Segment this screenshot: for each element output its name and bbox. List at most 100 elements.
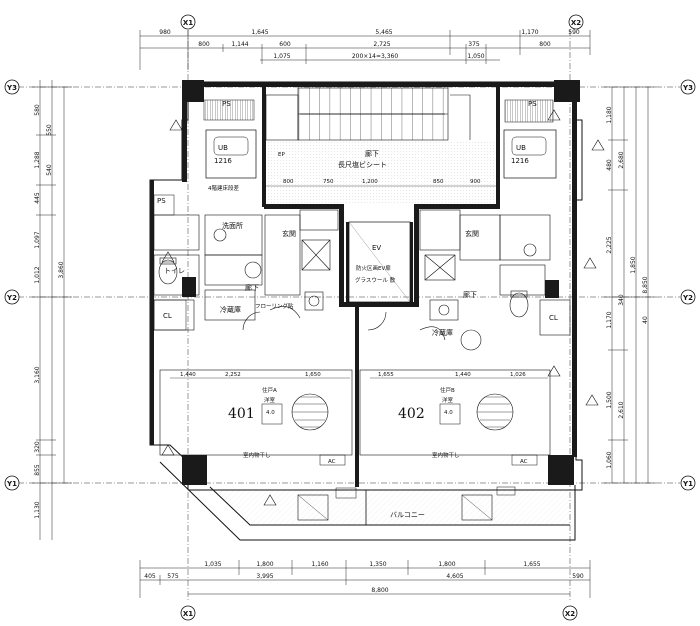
grid-bubble-y1-left: Y1: [4, 475, 20, 491]
dim-bottom-10: 4,605: [446, 573, 463, 580]
svg-text:冷蔵庫: 冷蔵庫: [432, 328, 453, 337]
svg-text:CL: CL: [549, 314, 558, 322]
svg-text:Y3: Y3: [682, 84, 693, 92]
dim-bottom-8: 575: [167, 573, 179, 580]
svg-text:UB: UB: [218, 144, 228, 152]
top-dimension-lines: [139, 30, 591, 70]
dim-bottom-4: 1,350: [369, 561, 386, 568]
dim-left-7: 1,012: [34, 266, 41, 283]
svg-text:1216: 1216: [511, 157, 529, 165]
svg-text:1,440: 1,440: [455, 372, 471, 378]
svg-text:X1: X1: [183, 610, 193, 618]
svg-text:EP: EP: [278, 152, 285, 158]
svg-text:AC: AC: [328, 459, 336, 465]
dim-left-8: 3,860: [58, 261, 65, 278]
unit-401-number: 401: [228, 406, 255, 422]
dim-top-4: 1,170: [521, 29, 538, 36]
svg-text:Y1: Y1: [6, 480, 17, 488]
dim-right-4: 2,225: [606, 236, 613, 253]
dim-bottom-12: 8,800: [371, 587, 388, 594]
svg-text:X2: X2: [571, 19, 581, 27]
svg-text:EV: EV: [372, 244, 381, 252]
dim-left-4: 540: [46, 164, 53, 176]
dim-right-11: 8,850: [642, 276, 649, 293]
left-dimension-text: 580 1,288 550 540 445 1,097 1,012 3,860 …: [34, 104, 65, 519]
svg-text:1,440: 1,440: [180, 372, 196, 378]
dim-bottom-9: 3,995: [256, 573, 273, 580]
svg-text:1216: 1216: [214, 157, 232, 165]
grid-bubble-y2-left: Y2: [4, 289, 20, 305]
left-dimension-lines: [32, 80, 72, 540]
dim-right-12: 40: [642, 316, 649, 324]
grid-bubble-y2-right: Y2: [680, 289, 696, 305]
dim-right-10: 1,060: [606, 451, 613, 468]
svg-text:PS: PS: [528, 100, 537, 108]
dim-top-6: 800: [198, 41, 210, 48]
svg-text:玄関: 玄関: [465, 229, 479, 238]
dim-top-3: 5,465: [375, 29, 392, 36]
grid-bubble-x1-top: X1: [180, 14, 196, 30]
dim-bottom-6: 1,655: [523, 561, 540, 568]
svg-text:4.0: 4.0: [266, 410, 275, 416]
grid-bubble-x2-top: X2: [568, 14, 584, 30]
unit-402-number: 402: [398, 406, 425, 422]
svg-text:バルコニー: バルコニー: [390, 511, 425, 519]
svg-text:CL: CL: [163, 312, 172, 320]
svg-text:Y3: Y3: [6, 84, 17, 92]
dim-top-5: 590: [568, 29, 580, 36]
svg-text:室内物干し: 室内物干し: [432, 451, 460, 459]
svg-text:洋室: 洋室: [264, 396, 276, 404]
pipe-shaft-mid: PS: [153, 194, 175, 216]
structural-walls: [150, 80, 580, 487]
dim-right-9: 2,610: [618, 401, 625, 418]
svg-text:1,655: 1,655: [378, 372, 394, 378]
dim-top-11: 800: [539, 41, 551, 48]
dim-left-6: 1,097: [34, 231, 41, 248]
dim-left-3: 550: [46, 124, 53, 136]
balcony: バルコニー: [188, 486, 570, 525]
dim-right-1: 1,180: [606, 106, 613, 123]
svg-text:750: 750: [323, 179, 334, 185]
svg-text:洗面所: 洗面所: [222, 221, 243, 230]
section-markers: [161, 109, 605, 506]
dim-left-2: 1,288: [34, 151, 41, 168]
common-hallway: 廊下 長尺塩ビシート EP 1,200 800 750 850 900: [266, 140, 496, 204]
grid-bubble-y3-right: Y3: [680, 79, 696, 95]
unit-401: 1,440 2,252 1,650 住戸A 洋室 4.0 401 室内物干し A…: [159, 369, 353, 466]
svg-text:フローリング貼: フローリング貼: [255, 302, 294, 310]
unit-a-room-labels: トイレ CL 洗面所 廊下 フローリング貼 冷蔵庫 玄関 4階建床段差: [163, 184, 296, 320]
dim-top-10: 375: [468, 41, 480, 48]
svg-text:冷蔵庫: 冷蔵庫: [220, 305, 241, 314]
svg-text:玄関: 玄関: [282, 229, 296, 238]
svg-text:トイレ: トイレ: [164, 267, 185, 275]
svg-text:室内物干し: 室内物干し: [243, 451, 271, 459]
dim-left-1: 580: [34, 104, 41, 116]
svg-text:Y2: Y2: [682, 294, 693, 302]
dim-left-12: 1,130: [34, 501, 41, 518]
bottom-dimension-lines: [139, 560, 591, 598]
dim-top-14: 1,050: [467, 53, 484, 60]
bottom-dimension-text: 1,035 1,800 1,160 1,350 1,800 1,655 405 …: [144, 561, 584, 594]
dim-bottom-2: 1,800: [256, 561, 273, 568]
svg-text:X2: X2: [565, 610, 575, 618]
svg-text:AC: AC: [520, 459, 528, 465]
top-dimension-text: 980 1,645 5,465 1,170 590 800 1,144 600 …: [159, 29, 580, 60]
svg-text:住戸A: 住戸A: [262, 386, 277, 394]
svg-text:4.0: 4.0: [444, 410, 453, 416]
elevator-shaft: EV 防火区画EV扉 グラスウール 敷: [348, 221, 411, 303]
dim-right-7: 340: [618, 294, 625, 306]
svg-text:PS: PS: [222, 100, 231, 108]
svg-text:廊下: 廊下: [245, 283, 259, 292]
svg-text:廊下: 廊下: [463, 290, 477, 299]
svg-text:洋室: 洋室: [442, 396, 454, 404]
dim-right-2: 480: [606, 159, 613, 171]
dim-left-10: 320: [34, 441, 41, 453]
grid-bubble-y3-left: Y3: [4, 79, 20, 95]
dim-top-13: 200×14=3,360: [352, 53, 399, 60]
svg-text:住戸B: 住戸B: [440, 386, 455, 394]
unit-bath-right: UB 1216: [503, 129, 557, 179]
svg-text:X1: X1: [183, 19, 193, 27]
right-dimension-text: 1,180 480 2,680 2,225 1,850 1,170 340 1,…: [606, 106, 649, 468]
dim-bottom-1: 1,035: [204, 561, 221, 568]
svg-text:Y1: Y1: [682, 480, 693, 488]
